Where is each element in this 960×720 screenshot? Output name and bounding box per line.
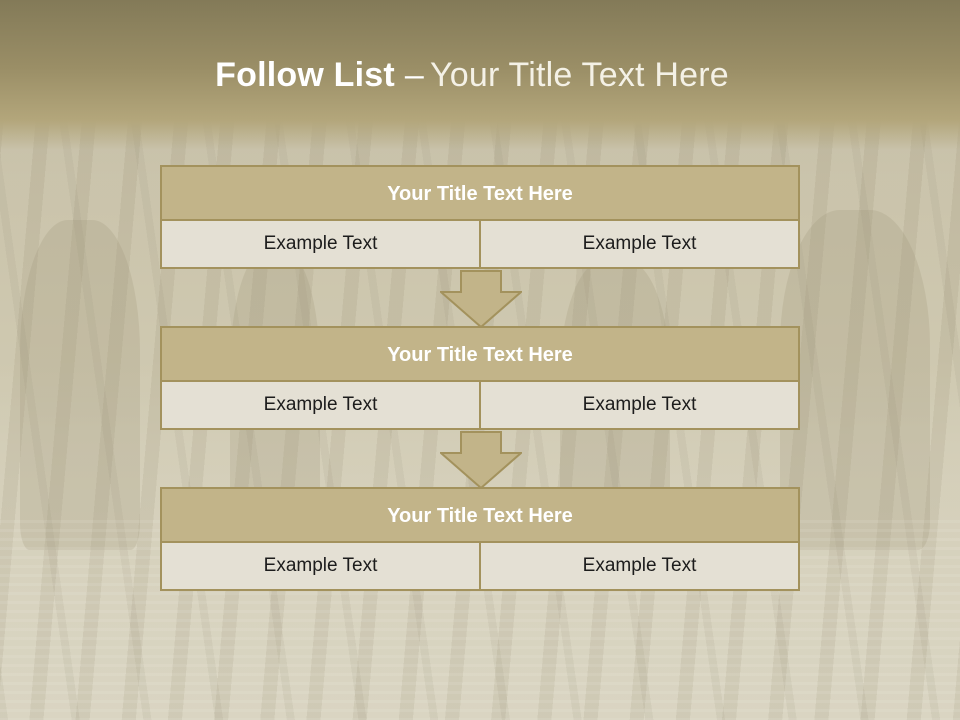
tree-trunk xyxy=(780,210,930,550)
step-block-1: Your Title Text Here Example Text Exampl… xyxy=(160,165,800,269)
step-text-right: Example Text xyxy=(479,221,798,267)
step-row: Example Text Example Text xyxy=(160,543,800,591)
step-text-left: Example Text xyxy=(162,221,479,267)
tree-trunk xyxy=(20,220,140,550)
step-text-right: Example Text xyxy=(479,382,798,428)
step-text-left: Example Text xyxy=(162,543,479,589)
step-title: Your Title Text Here xyxy=(160,326,800,382)
step-title: Your Title Text Here xyxy=(160,487,800,543)
step-text-right: Example Text xyxy=(479,543,798,589)
down-arrow-icon xyxy=(440,270,522,328)
title-banner xyxy=(0,0,960,150)
step-row: Example Text Example Text xyxy=(160,382,800,430)
title-bold: Follow List xyxy=(215,56,395,94)
down-arrow-icon xyxy=(440,431,522,489)
step-row: Example Text Example Text xyxy=(160,221,800,269)
title-dash: – xyxy=(404,56,425,94)
title-rest: Your Title Text Here xyxy=(430,56,729,94)
slide-title: Follow List–Your Title Text Here xyxy=(0,56,944,95)
step-block-3: Your Title Text Here Example Text Exampl… xyxy=(160,487,800,591)
step-text-left: Example Text xyxy=(162,382,479,428)
step-title: Your Title Text Here xyxy=(160,165,800,221)
step-block-2: Your Title Text Here Example Text Exampl… xyxy=(160,326,800,430)
